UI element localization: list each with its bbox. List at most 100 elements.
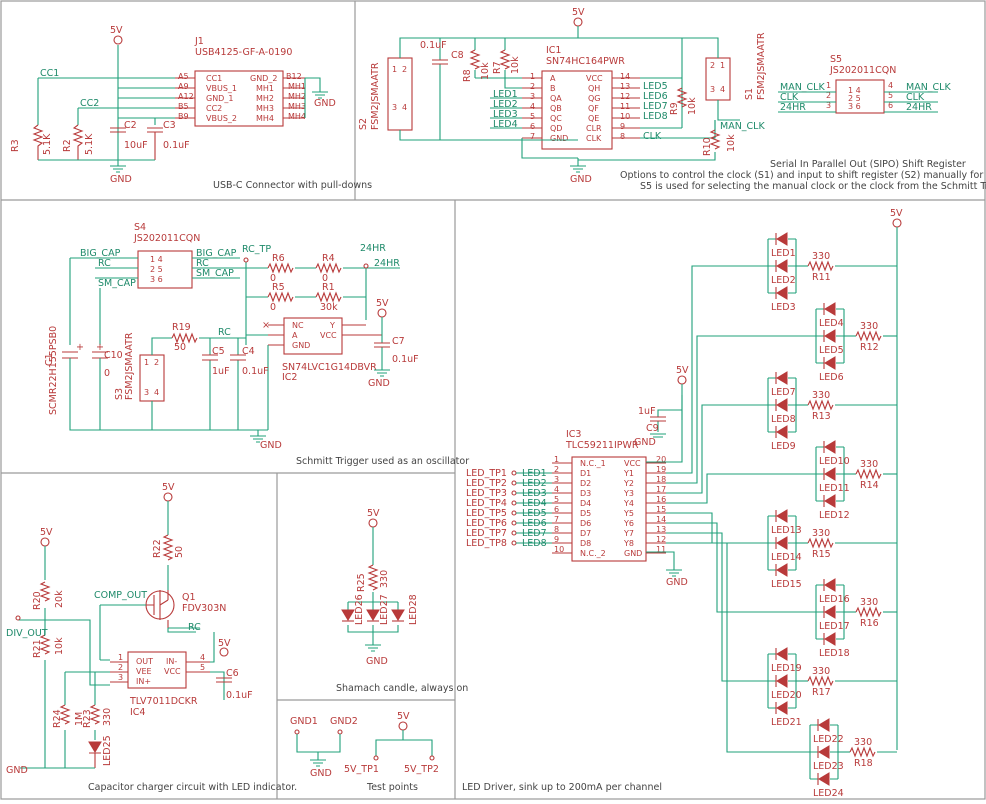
- ic3-pinnum-right: 11: [656, 545, 666, 554]
- testpoint-section: GND1 GND2 GND 5V 5V_TP1 5V_TP2 Test poin…: [290, 711, 439, 793]
- channel-wire: [666, 335, 816, 484]
- ic4-pin: IN+: [136, 677, 151, 686]
- led-icon: [824, 605, 836, 619]
- ic4-pin: VEE: [136, 667, 152, 676]
- r21-resistor: [39, 634, 51, 655]
- ic3-pinnum-left: 4: [554, 485, 559, 494]
- c9-gnd-label: GND: [634, 437, 656, 448]
- ic4-ref: IC4: [130, 707, 145, 718]
- schmitt-rc-bus: [245, 262, 268, 345]
- ic2-pin: NC: [292, 321, 304, 330]
- ic3-pin-right: Y8: [623, 539, 634, 548]
- s2-part: FSM2JSMAATR: [370, 62, 381, 130]
- comp-out-net: COMP_OUT: [94, 590, 147, 601]
- led-r-val: 330: [812, 251, 830, 262]
- led-tp-label: LED_TP1: [466, 468, 507, 479]
- ic3-pin-left: D5: [580, 509, 591, 518]
- ic3-pin-right: Y7: [623, 529, 634, 538]
- usb-pinnum-l3: A12: [178, 92, 194, 101]
- charger-gnd-label: GND: [6, 765, 28, 776]
- tp1-point: [373, 755, 379, 761]
- led-label: LED10: [819, 456, 850, 467]
- r5-val: 0: [270, 302, 276, 313]
- led-icon: [818, 772, 830, 786]
- led-label: LED4: [819, 318, 844, 329]
- led-5v-label: 5V: [890, 208, 903, 219]
- led-net-in: LED5: [522, 508, 547, 519]
- ic1-right-pins: VCC QH QG QF QE CLR CLK 14 13 12 11 10 9…: [586, 72, 630, 143]
- usb-pinnum-l2: A9: [178, 82, 189, 91]
- r19-resistor: [171, 332, 198, 344]
- c7-gnd-label: GND: [368, 378, 390, 389]
- s2-pin: 3: [392, 103, 397, 112]
- c5-ref: C5: [212, 346, 225, 357]
- led-label: LED21: [771, 717, 802, 728]
- c9-val: 1uF: [638, 406, 656, 417]
- ic4-5v-label: 5V: [218, 638, 231, 649]
- r6-resistor: [267, 262, 294, 274]
- led-icon: [818, 718, 830, 732]
- sipo-gnd-wire: [440, 138, 579, 166]
- hr24-label: 24HR: [374, 258, 400, 269]
- led-tp-point: [511, 480, 517, 486]
- led25-label: LED25: [102, 735, 113, 766]
- led-r-val: 330: [854, 737, 872, 748]
- s2-ref: S2: [358, 118, 369, 130]
- r21-val: 10k: [54, 637, 65, 655]
- tp-gnd1-point: [294, 729, 300, 735]
- ic3-pinnum-left: 8: [554, 525, 559, 534]
- c3-ref: C3: [163, 120, 176, 131]
- net-led5: LED5: [643, 81, 668, 92]
- usb-part: USB4125-GF-A-0190: [195, 47, 292, 58]
- rc-tp-label: RC_TP: [242, 244, 271, 255]
- led25-icon: [88, 741, 102, 753]
- r22-ref: R22: [152, 539, 163, 558]
- usb-pin-stubs: [175, 77, 195, 119]
- led-label: LED18: [819, 648, 850, 659]
- led-icon: [776, 563, 788, 577]
- led-tp-point: [511, 500, 517, 506]
- r10-ref: R10: [702, 137, 713, 156]
- led-r-ref: R13: [812, 411, 831, 422]
- tp-gnd-symbol: [310, 759, 326, 767]
- led-label: LED23: [813, 761, 844, 772]
- r19-ref: R19: [172, 322, 191, 333]
- r19-node-wires: [199, 337, 246, 430]
- candle-gnd-symbol: [365, 644, 381, 652]
- usb-pin-r3: MH2: [256, 94, 274, 103]
- usb-pin-r5: MH4: [256, 114, 274, 123]
- r2-ref: R2: [62, 139, 73, 152]
- ic4-pinnum: 2: [118, 663, 123, 672]
- ic1-pin: GND: [550, 134, 568, 143]
- c9-capacitor: [650, 416, 666, 422]
- cc1-net: CC1: [40, 68, 59, 79]
- usb-pin-r1: GND_2: [250, 74, 277, 83]
- ic2-ref: IC2: [282, 372, 297, 383]
- nc-marker: ×: [262, 320, 270, 331]
- led-tp-label: LED_TP3: [466, 488, 507, 499]
- ic3-pinnum-right: 19: [656, 465, 666, 474]
- channel-wire: [666, 542, 810, 753]
- ic1-pin: VCC: [586, 74, 603, 83]
- ic3-gnd-wire: [646, 551, 675, 570]
- led-net-in: LED7: [522, 528, 547, 539]
- r23-val: 330: [102, 708, 113, 726]
- led-label: LED5: [819, 345, 844, 356]
- usb-pin-l2: VBUS_1: [206, 84, 237, 93]
- r19-val: 50: [174, 342, 186, 353]
- r23-resistor: [89, 704, 101, 725]
- usb-5v-symbol: [113, 35, 123, 45]
- led-net-in: LED8: [522, 538, 547, 549]
- candle-section: 5V R25 330 LED26 LED27 LED28 GND Shamach…: [336, 508, 468, 694]
- s1-pin: 3: [710, 85, 715, 94]
- led-resistor: [855, 330, 882, 342]
- ic3-gnd-label: GND: [666, 577, 688, 588]
- ic3-pin-left: D1: [580, 469, 591, 478]
- ic1-shift-register: [541, 70, 613, 150]
- r3-val: 5.1K: [42, 133, 53, 155]
- led-r-val: 330: [812, 390, 830, 401]
